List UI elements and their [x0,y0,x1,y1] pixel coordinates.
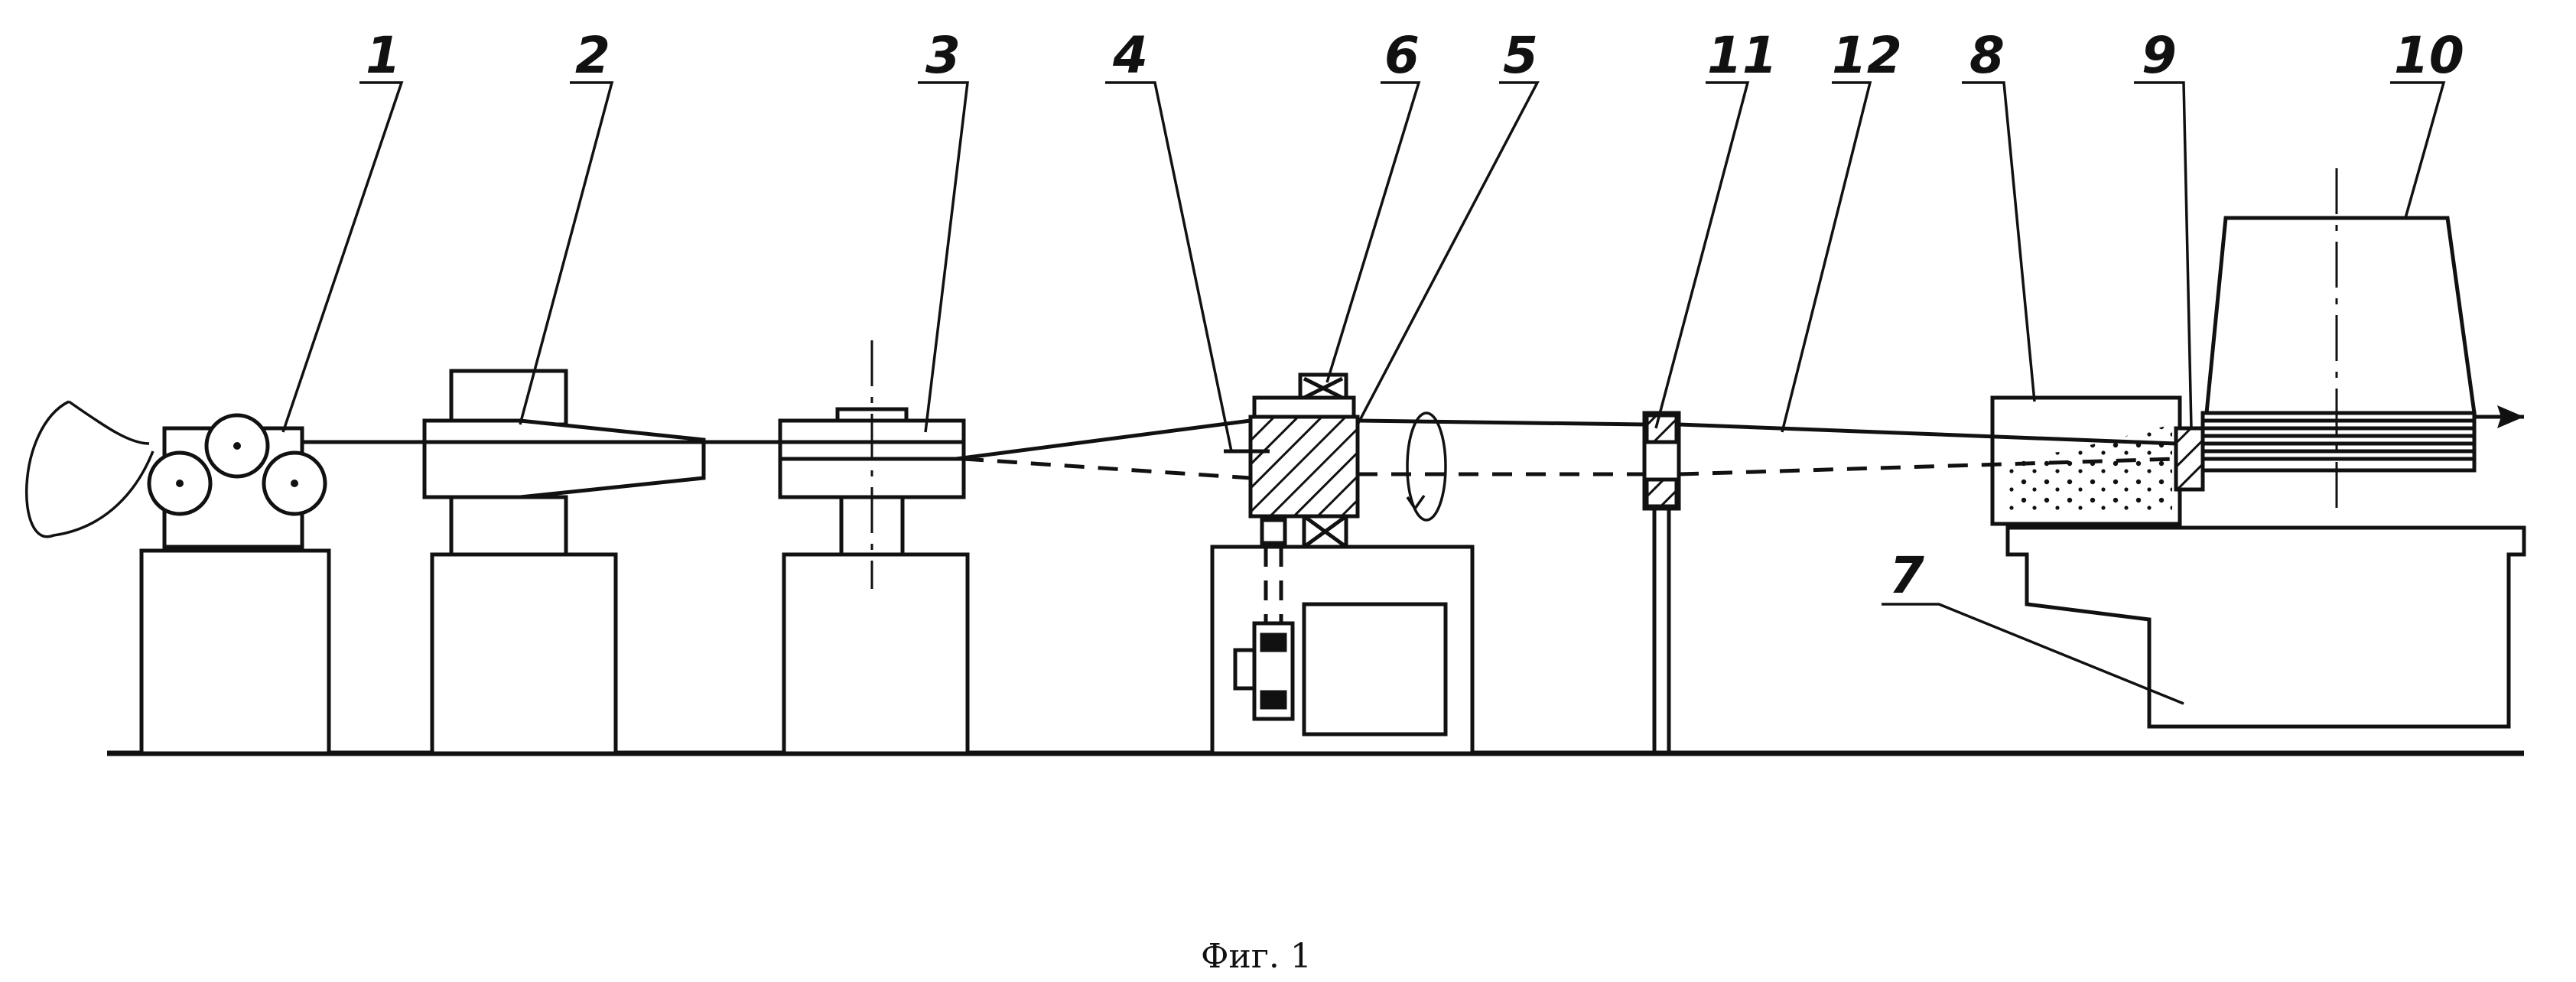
callout-11: 11 [1707,26,1778,85]
callout-3: 3 [925,26,961,85]
callout-4: 4 [1112,26,1148,85]
unit-9-die [2176,428,2203,489]
unit-11-guide [1644,413,1679,753]
callout-7: 7 [1889,546,1924,605]
unit-10-hopper [2203,168,2524,512]
unit-4-5-6-winder [1212,375,1472,753]
unit-7-table [2008,528,2524,727]
figure-caption: Фиг. 1 [1201,937,1312,976]
unit-2-extruder [424,371,704,753]
callout-5: 5 [1503,26,1538,85]
unit-1-payoff [27,402,329,753]
callout-10: 10 [2394,26,2464,85]
callout-6: 6 [1384,26,1420,85]
callout-12: 12 [1832,26,1902,85]
callout-2: 2 [575,26,610,85]
callout-1: 1 [366,26,401,85]
callout-8: 8 [1969,26,2005,85]
unit-3 [780,340,968,753]
callout-9: 9 [2142,26,2177,85]
